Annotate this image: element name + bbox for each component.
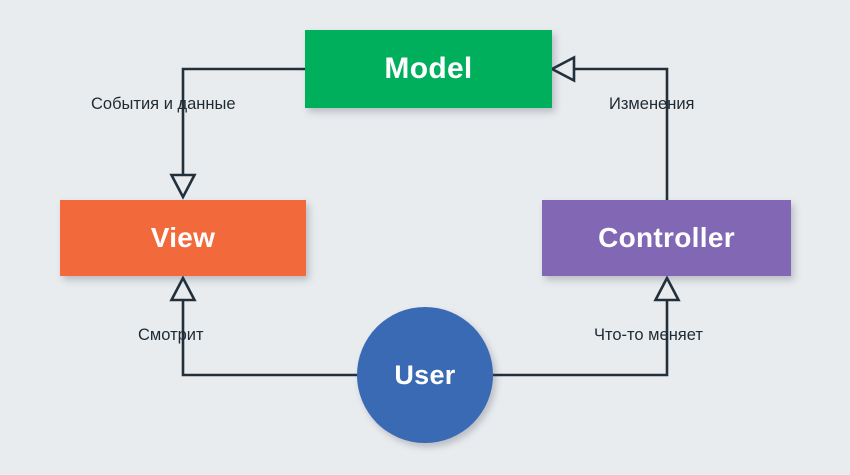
edge-user-to-controller-arrowhead (653, 275, 681, 302)
node-controller[interactable]: Controller (542, 200, 791, 276)
edge-controller-to-model (549, 55, 669, 200)
node-user-label: User (394, 359, 456, 390)
edge-model-to-view (169, 67, 305, 200)
edge-label-controller-to-model: Изменения (609, 95, 695, 113)
edge-label-user-to-view: Смотрит (138, 326, 204, 344)
node-model[interactable]: Model (305, 30, 552, 108)
edge-model-to-view-line (181, 67, 305, 176)
node-user[interactable]: User (357, 307, 493, 443)
edge-user-to-controller-line (493, 299, 669, 377)
node-model-label: Model (384, 52, 473, 85)
edge-controller-to-model-line (574, 67, 669, 200)
node-controller-label: Controller (598, 222, 735, 253)
edge-user-to-view-arrowhead (169, 275, 197, 302)
node-view-label: View (150, 222, 216, 253)
node-view[interactable]: View (60, 200, 306, 276)
edge-user-to-controller (493, 275, 681, 377)
edge-user-to-view (169, 275, 357, 377)
edge-label-model-to-view: События и данные (91, 95, 236, 113)
edge-user-to-view-line (181, 299, 357, 377)
edge-label-user-to-controller: Что-то меняет (594, 326, 703, 344)
edge-model-to-view-arrowhead (169, 173, 197, 200)
edge-controller-to-model-arrowhead (549, 55, 576, 83)
